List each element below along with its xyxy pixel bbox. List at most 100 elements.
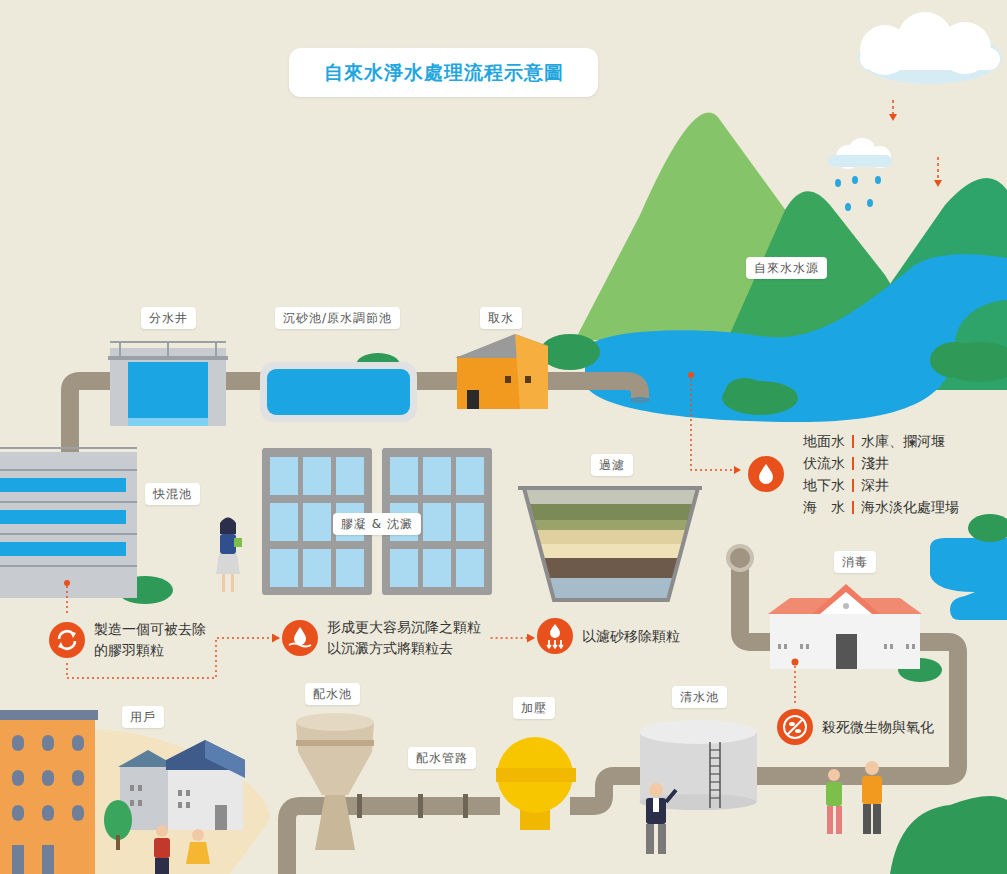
separator-bar <box>852 435 854 448</box>
illustration-part <box>884 644 887 649</box>
step-icon <box>537 618 573 654</box>
leader-dots <box>64 372 799 666</box>
illustration-part <box>0 478 126 492</box>
illustration-part <box>138 785 142 791</box>
illustration-part <box>806 644 809 649</box>
illustration-part <box>873 804 881 834</box>
pipes <box>70 381 958 874</box>
separator-bar <box>852 501 854 514</box>
illustration-part <box>336 457 364 495</box>
illustration-part <box>390 549 418 587</box>
pipe-ring <box>728 546 752 570</box>
source-type: 地下水 <box>803 474 845 496</box>
stage-label: 沉砂池/原水調節池 <box>275 307 400 329</box>
illustration-part <box>937 157 939 182</box>
label-text: 膠凝 & 沈澱 <box>341 516 413 532</box>
illustration-part <box>155 858 169 874</box>
illustration-part <box>220 534 236 554</box>
illustration-part <box>710 797 720 798</box>
sand-basin <box>260 362 417 422</box>
label-text: 沉砂池/原水調節池 <box>283 310 392 326</box>
stage-label: 消毒 <box>834 551 876 573</box>
illustration-part <box>130 785 134 791</box>
illustration-part <box>336 549 364 587</box>
illustration-part <box>270 549 298 587</box>
illustration-part <box>186 842 210 864</box>
illustration-part <box>710 789 720 790</box>
illustration-part <box>778 644 915 649</box>
illustration-part <box>270 457 484 587</box>
illustration-part <box>463 794 468 818</box>
source-type: 伏流水 <box>803 452 845 474</box>
illustration-part <box>800 644 803 649</box>
label-text: 過濾 <box>599 457 625 473</box>
icon-part <box>537 618 573 654</box>
illustration-part <box>303 549 331 587</box>
illustration-part <box>156 825 168 837</box>
raindrops <box>835 176 881 211</box>
illustration-part <box>710 765 720 766</box>
illustration-part <box>0 501 137 503</box>
icon-part <box>789 722 795 726</box>
callout-text: 形成更大容易沉降之顆粒 以沉澱方式將顆粒去 <box>327 617 487 659</box>
illustration-part <box>540 334 600 370</box>
illustration-part <box>688 372 694 378</box>
illustration-part <box>222 574 225 592</box>
illustration-part <box>315 795 355 850</box>
illustration-part <box>710 781 720 782</box>
label-text: 快混池 <box>153 486 192 502</box>
illustration-part <box>116 835 120 850</box>
illustration-part <box>12 735 84 874</box>
illustration-part <box>710 750 720 798</box>
illustration-part <box>845 203 851 211</box>
illustration-part <box>234 538 242 547</box>
label-text: 清水池 <box>680 689 719 705</box>
illustration-part <box>666 790 676 802</box>
illustration-part <box>178 802 182 808</box>
illustration-part <box>220 518 236 535</box>
illustration-part <box>0 542 126 556</box>
illustration-part <box>770 612 920 669</box>
illustration-part <box>836 634 857 669</box>
illustration-part <box>828 155 892 167</box>
diagram-title: 自來水淨水處理流程示意圖 <box>289 48 598 97</box>
illustration-part <box>646 798 666 824</box>
step-callout: 以濾砂移除顆粒 <box>537 618 694 654</box>
illustration-part <box>906 644 909 649</box>
stage-label: 快混池 <box>145 483 200 505</box>
illustration-part <box>646 824 654 854</box>
stage-label: 取水 <box>480 307 522 329</box>
stage-label: 加壓 <box>513 697 555 719</box>
illustration-part <box>828 769 840 781</box>
illustration-part <box>215 342 217 356</box>
illustration-part <box>128 362 208 426</box>
label-text: 消毒 <box>842 554 868 570</box>
label-text: 用戶 <box>130 709 156 725</box>
illustration-part <box>525 376 531 383</box>
source-site: 深井 <box>861 474 959 496</box>
distribution-reservoir <box>296 713 374 850</box>
icon-part <box>759 464 773 484</box>
person <box>216 518 242 593</box>
illustration-part <box>0 469 137 471</box>
illustration-part <box>889 114 897 121</box>
illustration-part <box>108 356 228 360</box>
user-buildings <box>0 710 270 874</box>
illustration-part <box>505 376 511 383</box>
step-callout: 殺死微生物與氧化 <box>777 709 948 745</box>
disinfection-building <box>768 584 922 669</box>
step-callout: 製造一個可被去除 的膠羽顆粒 <box>49 619 212 661</box>
illustration-part <box>835 179 841 187</box>
illustration-part <box>72 735 84 751</box>
callout-text: 以濾砂移除顆粒 <box>582 626 694 647</box>
icon-part <box>550 624 560 638</box>
illustration-part <box>423 457 451 495</box>
illustration-part <box>520 544 700 558</box>
people <box>154 761 882 874</box>
illustration-part <box>520 530 700 544</box>
illustration-part <box>64 580 70 586</box>
illustration-part <box>794 666 796 704</box>
illustration-part <box>192 829 204 841</box>
